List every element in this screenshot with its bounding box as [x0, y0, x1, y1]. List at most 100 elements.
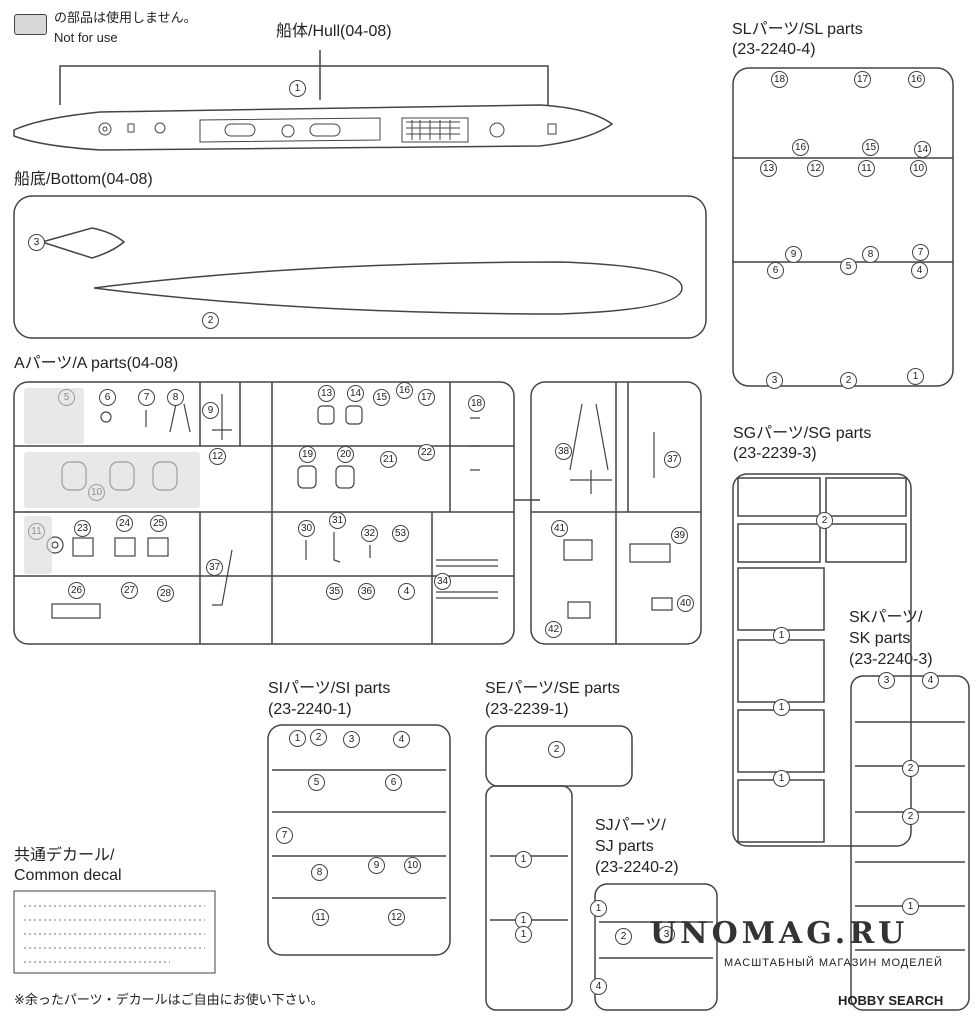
sl-runner: [732, 67, 954, 387]
part-number-a-31: 31: [329, 512, 346, 529]
part-number-a-42: 42: [545, 621, 562, 638]
watermark-main: UNOMAG.RU: [650, 916, 909, 951]
part-number-a-17: 17: [418, 389, 435, 406]
part-number-sl-8: 8: [862, 246, 879, 263]
part-number-sl-17: 17: [854, 71, 871, 88]
part-number-a-40: 40: [677, 595, 694, 612]
part-number-sl-9: 9: [785, 246, 802, 263]
part-number-a-22: 22: [418, 444, 435, 461]
a-not-for-use-block-3: [24, 516, 52, 574]
part-number-a-28: 28: [157, 585, 174, 602]
part-number-sj-3: 3: [658, 926, 675, 943]
part-number-sl-5: 5: [840, 258, 857, 275]
part-number-sl-1: 1: [907, 368, 924, 385]
part-number-a-7: 7: [138, 389, 155, 406]
legend-jp: の部品は使用しません。: [54, 10, 197, 25]
decal-title-1: 共通デカール/: [14, 847, 115, 864]
part-number-a-26: 26: [68, 582, 85, 599]
part-number-sl-15: 15: [862, 139, 879, 156]
part-number-sl-3: 3: [766, 372, 783, 389]
hull-runner: [59, 50, 549, 105]
part-number-hull-1: 1: [289, 80, 306, 97]
part-number-a-23: 23: [74, 520, 91, 537]
part-number-a-24: 24: [116, 515, 133, 532]
part-number-se-2: 2: [548, 741, 565, 758]
bottom-part-2: [93, 261, 683, 315]
part-number-si-9: 9: [368, 857, 385, 874]
part-number-sg-1b: 1: [773, 699, 790, 716]
sk-title-2: SK parts: [849, 630, 911, 647]
part-number-a-8: 8: [167, 389, 184, 406]
part-number-si-7: 7: [276, 827, 293, 844]
part-number-a-18: 18: [468, 395, 485, 412]
part-number-sl-16a: 16: [908, 71, 925, 88]
part-number-sg-1c: 1: [773, 770, 790, 787]
bottom-part-3: [39, 227, 126, 259]
part-number-sl-14: 14: [914, 141, 931, 158]
part-number-sl-2: 2: [840, 372, 857, 389]
decal-title-2: Common decal: [14, 867, 122, 884]
part-number-a-37-right: 37: [664, 451, 681, 468]
part-number-sk-4: 4: [922, 672, 939, 689]
part-number-sk-1: 1: [902, 898, 919, 915]
sj-code: (23-2240-2): [595, 859, 679, 876]
part-number-sg-2: 2: [816, 512, 833, 529]
sl-title: SLパーツ/SL parts: [732, 21, 863, 38]
part-number-a-20: 20: [337, 446, 354, 463]
part-number-si-3: 3: [343, 731, 360, 748]
si-title: SIパーツ/SI parts: [268, 680, 391, 697]
part-number-a-30: 30: [298, 520, 315, 537]
part-number-sl-11: 11: [858, 160, 875, 177]
part-number-sj-1: 1: [590, 900, 607, 917]
part-number-si-4: 4: [393, 731, 410, 748]
part-number-a-12: 12: [209, 448, 226, 465]
part-number-sg-1a: 1: [773, 627, 790, 644]
bottom-frame: [13, 195, 707, 339]
part-number-a-25: 25: [150, 515, 167, 532]
part-number-sl-16b: 16: [792, 139, 809, 156]
part-number-a-53: 53: [392, 525, 409, 542]
part-number-bottom-3: 3: [28, 234, 45, 251]
not-for-use-swatch: [14, 14, 47, 35]
part-number-a-38: 38: [555, 443, 572, 460]
bottom-title: 船底/Bottom(04-08): [14, 171, 153, 188]
part-number-sl-13: 13: [760, 160, 777, 177]
part-number-bottom-2: 2: [202, 312, 219, 329]
se-title: SEパーツ/SE parts: [485, 680, 620, 697]
part-number-a-27: 27: [121, 582, 138, 599]
part-number-sl-4: 4: [911, 262, 928, 279]
part-number-se-1c: 1: [515, 926, 532, 943]
part-number-a-19: 19: [299, 446, 316, 463]
part-number-si-6: 6: [385, 774, 402, 791]
part-number-sl-6: 6: [767, 262, 784, 279]
part-number-si-11: 11: [312, 909, 329, 926]
sj-title-1: SJパーツ/: [595, 817, 666, 834]
sl-code: (23-2240-4): [732, 41, 816, 58]
part-number-si-5: 5: [308, 774, 325, 791]
hobby-search-logo: HOBBY SEARCH: [838, 993, 944, 1008]
se-code: (23-2239-1): [485, 701, 569, 718]
part-number-a-41: 41: [551, 520, 568, 537]
part-number-sj-2: 2: [615, 928, 632, 945]
part-number-a-9: 9: [202, 402, 219, 419]
sj-runner: [594, 883, 718, 1011]
part-number-se-1a: 1: [515, 851, 532, 868]
watermark-sub: МАСШТАБНЫЙ МАГАЗИН МОДЕЛЕЙ: [724, 957, 944, 969]
a-parts-runner: [13, 381, 702, 645]
si-code: (23-2240-1): [268, 701, 352, 718]
decal-sheet: [13, 890, 216, 974]
part-number-a-37-left: 37: [206, 559, 223, 576]
hull-part: [13, 104, 614, 151]
sk-title-1: SKパーツ/: [849, 609, 923, 626]
part-number-a-14: 14: [347, 385, 364, 402]
sg-title: SGパーツ/SG parts: [733, 425, 872, 442]
part-number-a-15: 15: [373, 389, 390, 406]
part-number-a-34: 34: [434, 573, 451, 590]
part-number-sk-3: 3: [878, 672, 895, 689]
part-number-a-32: 32: [361, 525, 378, 542]
sg-code: (23-2239-3): [733, 445, 817, 462]
part-number-sl-10: 10: [910, 160, 927, 177]
part-number-a-13: 13: [318, 385, 335, 402]
part-number-sk-2a: 2: [902, 760, 919, 777]
